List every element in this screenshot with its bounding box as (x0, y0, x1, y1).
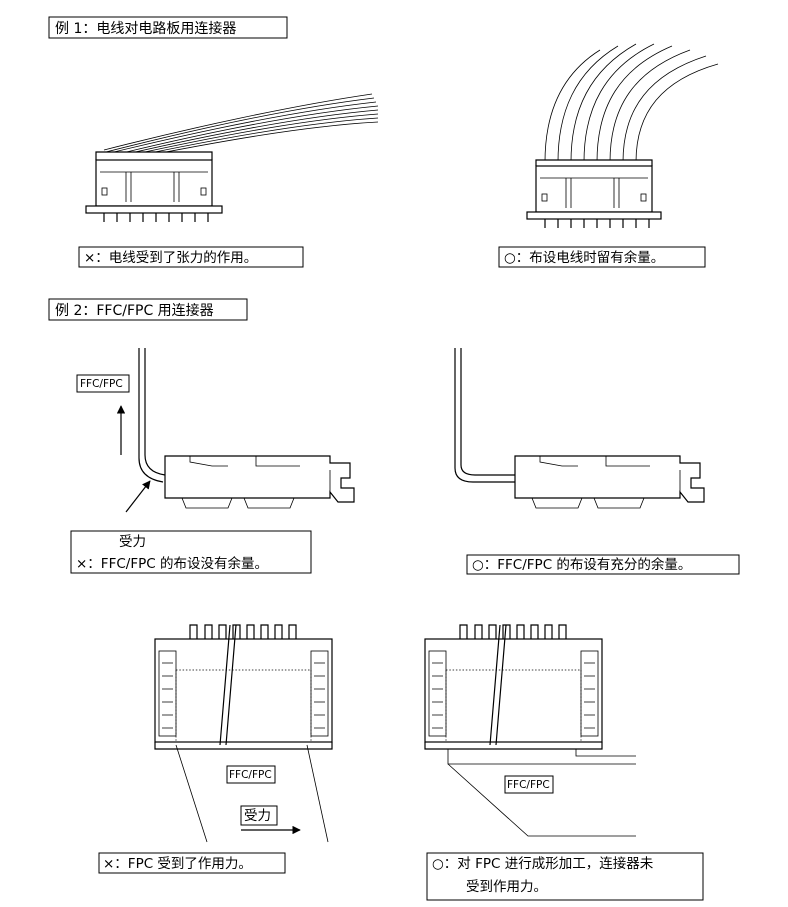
ex2-lower-left-force-label: 受力 (244, 808, 271, 824)
ex2-slack-fpc-connector (454, 348, 705, 509)
ex1-good-caption-box (498, 246, 706, 268)
ex2-lower-left-caption-box (98, 852, 286, 874)
ex1-bad-caption: ×：电线受到了张力的作用。 (84, 250, 257, 266)
ex2-ffc-tag: FFC/FPC (80, 378, 123, 390)
ex2-good-caption: ○：FFC/FPC 的布设有充分的余量。 (472, 556, 691, 573)
force-arrow (125, 480, 151, 513)
ex1-taut-wire-connector (85, 93, 379, 222)
ex2-lower-right-tag-box (504, 775, 554, 794)
ex2-lower-left-tag: FFC/FPC (229, 769, 272, 781)
board-pins (103, 213, 209, 222)
ex2-lower-right-caption-box (426, 852, 704, 901)
ex2-lower-left-caption: ×：FPC 受到了作用力。 (103, 856, 252, 872)
ex1-bad-caption-box (78, 246, 304, 268)
example1-heading: 例 1：电线对电路板用连接器 (55, 20, 236, 37)
ex2-ffc-tag-box (76, 374, 130, 393)
ex2-lower-right-caption-line2: 受到作用力。 (466, 879, 547, 895)
example2-heading: 例 2：FFC/FPC 用连接器 (55, 302, 214, 319)
ex2-lower-left-force-box (240, 805, 278, 826)
ex2-lower-left-tag-box (226, 765, 276, 784)
ex2-lower-right-tag: FFC/FPC (507, 779, 550, 791)
ex2-bad-caption-box (70, 530, 312, 574)
ex2-front-view-formed (424, 624, 636, 837)
ex1-slack-wire-connector (526, 43, 719, 228)
ex2-no-slack-fpc-connector (138, 348, 355, 509)
taut-wire-bundle (103, 93, 379, 160)
ex2-good-caption-box (466, 554, 740, 575)
ex2-front-view-stressed (154, 624, 333, 843)
ex1-good-caption: ○：布设电线时留有余量。 (504, 249, 664, 266)
ex2-bad-caption: ×：FFC/FPC 的布设没有余量。 (76, 555, 268, 572)
ex2-lower-right-caption-line1: ○：对 FPC 进行成形加工，连接器未 (432, 855, 654, 872)
slack-wire-bundle (544, 43, 719, 163)
example1-heading-box (48, 16, 288, 39)
ex2-force-label: 受力 (119, 534, 146, 550)
example2-heading-box (48, 298, 248, 321)
